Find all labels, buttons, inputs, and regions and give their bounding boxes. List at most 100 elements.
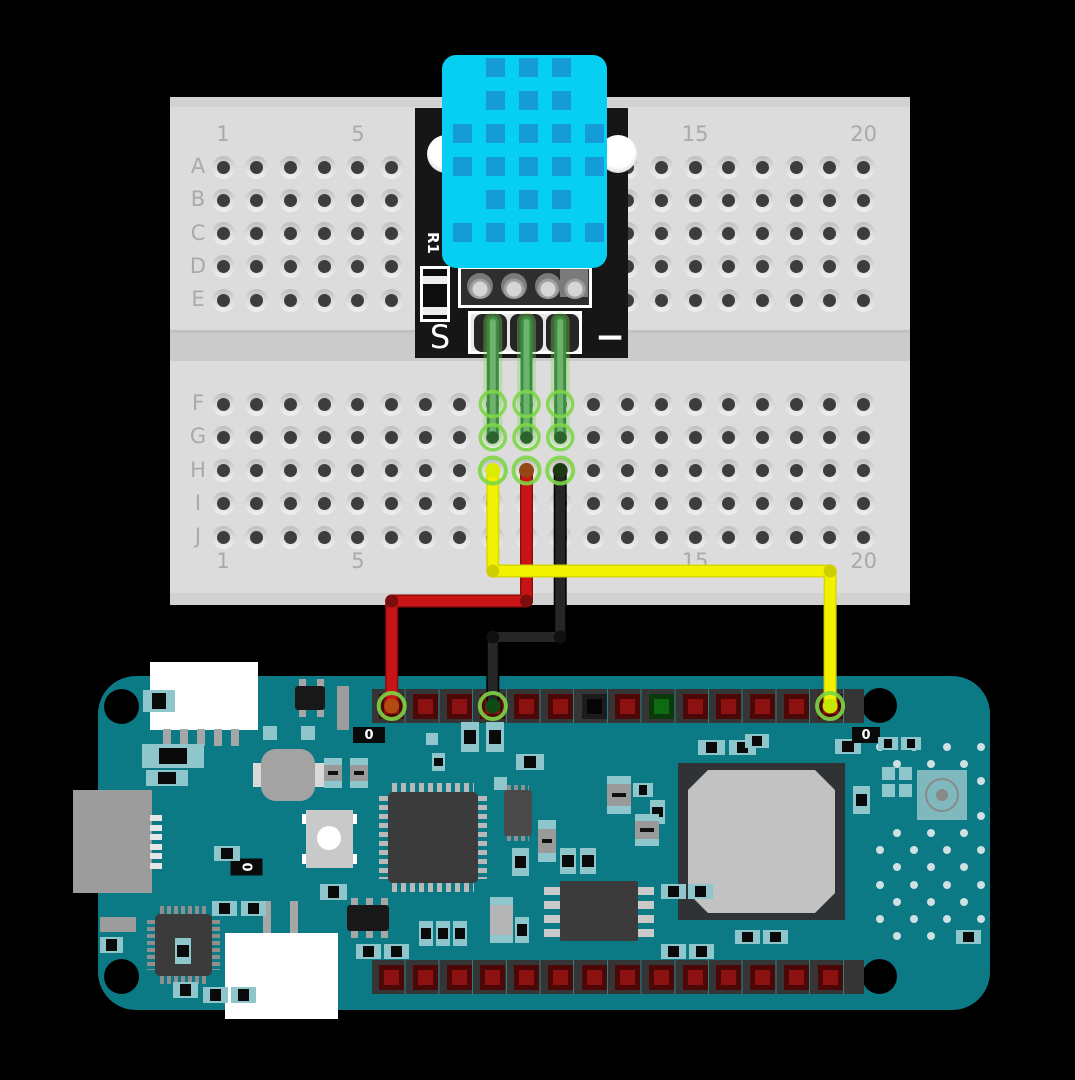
breadboard-hole[interactable] — [211, 155, 235, 179]
header-pin-red[interactable] — [783, 693, 809, 719]
breadboard-hole[interactable] — [751, 288, 775, 312]
header-pin-red[interactable] — [547, 693, 573, 719]
breadboard-hole[interactable] — [649, 155, 673, 179]
header-pin-green[interactable] — [648, 693, 674, 719]
breadboard-hole[interactable] — [582, 392, 606, 416]
breadboard-hole[interactable] — [818, 459, 842, 482]
breadboard-hole[interactable] — [312, 459, 336, 482]
breadboard-hole[interactable] — [852, 392, 876, 416]
breadboard-hole[interactable] — [717, 525, 741, 549]
header-pin-black[interactable] — [581, 693, 607, 719]
breadboard-hole[interactable] — [245, 492, 269, 516]
header-pin-red[interactable] — [615, 693, 641, 719]
breadboard-hole[interactable] — [447, 492, 471, 516]
breadboard-hole[interactable] — [683, 392, 707, 416]
breadboard-hole[interactable] — [784, 255, 808, 279]
breadboard-hole[interactable] — [278, 288, 302, 312]
header-pin-red[interactable] — [379, 964, 405, 990]
breadboard-hole[interactable] — [717, 255, 741, 279]
breadboard-hole[interactable] — [312, 525, 336, 549]
breadboard-hole[interactable] — [751, 255, 775, 279]
breadboard-hole[interactable] — [245, 425, 269, 449]
header-pin-red[interactable] — [682, 964, 708, 990]
breadboard-hole[interactable] — [312, 492, 336, 516]
breadboard-hole[interactable] — [751, 492, 775, 516]
breadboard-hole[interactable] — [211, 188, 235, 212]
breadboard-hole[interactable] — [380, 459, 404, 482]
black-ground-wire[interactable] — [487, 465, 566, 711]
breadboard-hole[interactable] — [211, 392, 235, 416]
breadboard-hole[interactable] — [312, 222, 336, 245]
breadboard-hole[interactable] — [211, 255, 235, 279]
breadboard-hole[interactable] — [784, 155, 808, 179]
breadboard-hole[interactable] — [683, 155, 707, 179]
breadboard-hole[interactable] — [852, 425, 876, 449]
breadboard-hole[interactable] — [784, 222, 808, 245]
breadboard-hole[interactable] — [751, 459, 775, 482]
breadboard-hole[interactable] — [717, 288, 741, 312]
breadboard-hole[interactable] — [751, 222, 775, 245]
header-pin-red[interactable] — [615, 964, 641, 990]
breadboard-hole[interactable] — [649, 288, 673, 312]
breadboard-hole[interactable] — [818, 255, 842, 279]
breadboard-hole[interactable] — [649, 525, 673, 549]
breadboard-hole[interactable] — [278, 392, 302, 416]
breadboard-hole[interactable] — [717, 425, 741, 449]
header-pin-red[interactable] — [514, 964, 540, 990]
breadboard-hole[interactable] — [346, 188, 370, 212]
breadboard-hole[interactable] — [447, 425, 471, 449]
header-pin-red[interactable] — [750, 964, 776, 990]
wire-bend-point[interactable] — [823, 564, 837, 578]
breadboard-hole[interactable] — [717, 222, 741, 245]
breadboard-hole[interactable] — [211, 222, 235, 245]
breadboard-hole[interactable] — [852, 459, 876, 482]
breadboard-hole[interactable] — [245, 222, 269, 245]
wire-bend-point[interactable] — [486, 564, 500, 578]
breadboard-hole[interactable] — [852, 155, 876, 179]
breadboard-hole[interactable] — [380, 188, 404, 212]
header-pin-red[interactable] — [480, 964, 506, 990]
wire-bend-point[interactable] — [385, 594, 399, 608]
breadboard-hole[interactable] — [852, 525, 876, 549]
breadboard-hole[interactable] — [278, 525, 302, 549]
breadboard-hole[interactable] — [278, 155, 302, 179]
breadboard-hole[interactable] — [245, 288, 269, 312]
breadboard-hole[interactable] — [380, 525, 404, 549]
breadboard-hole[interactable] — [717, 188, 741, 212]
breadboard-hole[interactable] — [312, 288, 336, 312]
breadboard-hole[interactable] — [346, 155, 370, 179]
red-power-wire[interactable] — [386, 465, 532, 711]
breadboard-hole[interactable] — [649, 392, 673, 416]
breadboard-hole[interactable] — [616, 459, 640, 482]
breadboard-hole[interactable] — [278, 492, 302, 516]
breadboard-hole[interactable] — [717, 459, 741, 482]
breadboard-hole[interactable] — [278, 222, 302, 245]
header-pin-red[interactable] — [682, 693, 708, 719]
breadboard-hole[interactable] — [346, 222, 370, 245]
wire-bend-point[interactable] — [553, 630, 567, 644]
breadboard-hole[interactable] — [582, 459, 606, 482]
breadboard-hole[interactable] — [784, 392, 808, 416]
breadboard-hole[interactable] — [751, 525, 775, 549]
breadboard-hole[interactable] — [380, 425, 404, 449]
breadboard-hole[interactable] — [818, 155, 842, 179]
breadboard-hole[interactable] — [649, 188, 673, 212]
breadboard-hole[interactable] — [784, 188, 808, 212]
breadboard-hole[interactable] — [717, 392, 741, 416]
breadboard-hole[interactable] — [413, 459, 437, 482]
breadboard-hole[interactable] — [278, 425, 302, 449]
breadboard-hole[interactable] — [784, 459, 808, 482]
breadboard-hole[interactable] — [346, 392, 370, 416]
breadboard-hole[interactable] — [784, 425, 808, 449]
breadboard-hole[interactable] — [852, 255, 876, 279]
breadboard-hole[interactable] — [818, 392, 842, 416]
header-pin-red[interactable] — [412, 693, 438, 719]
breadboard-hole[interactable] — [717, 155, 741, 179]
header-pin-red[interactable] — [514, 693, 540, 719]
breadboard-hole[interactable] — [312, 155, 336, 179]
breadboard-hole[interactable] — [649, 255, 673, 279]
breadboard-hole[interactable] — [818, 425, 842, 449]
breadboard-hole[interactable] — [683, 255, 707, 279]
header-pin-red[interactable] — [716, 964, 742, 990]
breadboard-hole[interactable] — [346, 492, 370, 516]
